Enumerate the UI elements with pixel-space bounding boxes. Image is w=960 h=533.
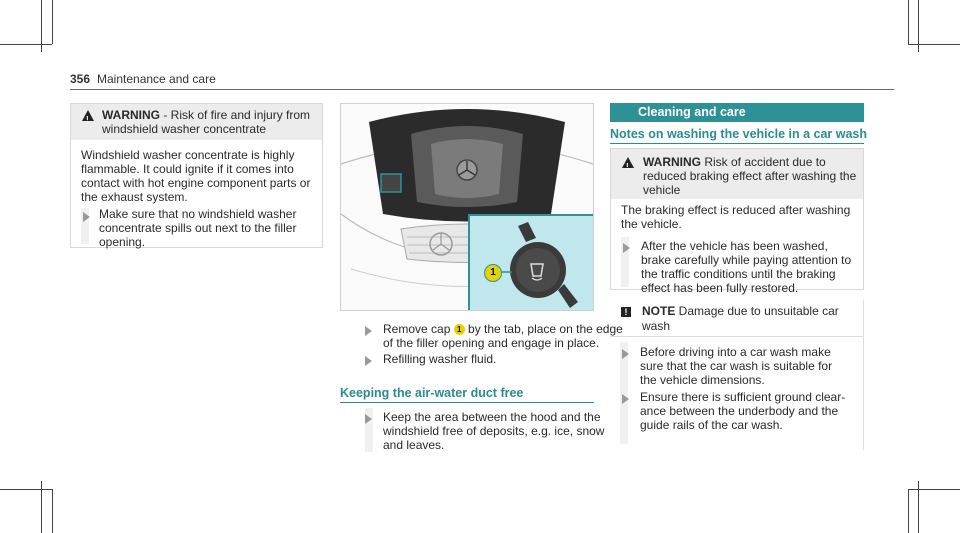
filler-cap-inset: 1 [468,214,593,310]
warning-step: After the vehicle has been washed, brake… [641,239,852,295]
chapter-band: Cleaning and care [610,103,864,122]
step-bar [620,342,628,444]
note-label: NOTE [642,304,676,318]
crop-mark [908,44,960,45]
section-title-air-water-duct: Keeping the air-water duct free [340,386,524,400]
warning-header: WARNING - Risk of fire and injury from w… [71,104,322,140]
step-keep-area-free: Keep the area between the hood and the w… [383,410,605,452]
warning-body: Windshield washer concentrate is highly … [81,148,317,204]
crop-mark [908,489,960,490]
step-arrow-icon [622,349,629,359]
warning-body-line: contact with hot engine component parts … [81,176,311,190]
section-rule [340,402,594,403]
crop-mark [0,44,52,45]
note-box-car-wash: ! NOTE Damage due to unsuitable car wash… [610,300,864,450]
header-rule [70,89,894,90]
warning-title-line2: windshield washer concentrate [102,122,267,136]
callout-1-icon: 1 [453,324,465,336]
warning-icon [622,157,634,174]
step-arrow-icon [365,326,372,336]
crop-mark [52,489,53,533]
crop-mark [908,489,909,533]
note-icon: ! [621,307,631,317]
crop-mark [52,0,53,44]
section-title-car-wash: Notes on washing the vehicle in a car wa… [610,127,868,141]
warning-header: WARNING Risk of accident due to reduced … [611,149,863,199]
warning-title: - Risk of fire and injury from [160,108,311,122]
warning-body-line: Windshield washer concentrate is highly [81,148,295,162]
step-refill-fluid: Refilling washer fluid. [383,352,497,366]
warning-icon [82,110,94,127]
note-step-before-driving: Before driving into a car wash make sure… [640,345,833,387]
step-bar [621,237,629,287]
callout-1-icon: 1 [484,264,502,282]
filler-cap-drawing [500,222,578,308]
note-header: ! NOTE Damage due to unsuitable car wash [610,300,864,337]
step-line: concentrate spills out next to the fille… [99,221,297,235]
crop-mark [41,0,42,52]
page-number: 356 [70,72,91,86]
step-line: opening. [99,235,146,249]
step-remove-cap: Remove cap 1 by the tab, place on the ed… [383,322,623,350]
note-title: Damage due to unsuitable car [675,304,839,318]
crop-mark [908,0,909,44]
crop-mark [918,481,919,533]
warning-box-washer-concentrate: WARNING - Risk of fire and injury from w… [70,103,323,249]
step-arrow-icon [83,212,90,222]
warning-box-braking: WARNING Risk of accident due to reduced … [610,148,864,295]
step-arrow-icon [623,243,630,253]
step-bar [365,408,373,452]
step-arrow-icon [365,414,372,424]
crop-mark [41,481,42,533]
note-step-ground-clearance: Ensure there is sufficient ground clear-… [640,390,846,432]
section-rule [610,143,864,144]
page-section-title: Maintenance and care [97,72,216,86]
engine-bay-illustration: 1 [340,103,594,311]
warning-body-line: the exhaust system. [81,190,188,204]
warning-body: The braking effect is reduced after wash… [621,203,851,231]
warning-body-line: flammable. It could ignite if it comes i… [81,162,294,176]
warning-label: WARNING [102,108,160,122]
warning-title: Risk of accident due to [701,155,826,169]
engine-bay-drawing [341,109,593,287]
warning-step: Make sure that no windshield washer conc… [99,207,296,249]
step-arrow-icon [622,394,629,404]
chapter-band-title: Cleaning and care [638,105,746,119]
crop-mark [0,489,52,490]
warning-label: WARNING [643,155,701,169]
step-line: Make sure that no windshield washer [99,207,297,221]
crop-mark [918,0,919,52]
step-arrow-icon [365,356,372,366]
step-bar [81,208,89,244]
